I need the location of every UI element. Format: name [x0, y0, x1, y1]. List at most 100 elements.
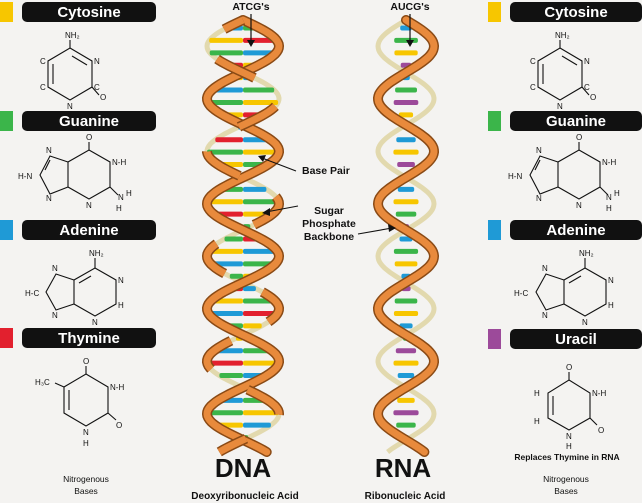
svg-text:O: O [590, 93, 596, 102]
svg-text:N: N [608, 276, 614, 285]
guanine-color-swatch [0, 111, 13, 131]
svg-text:H: H [116, 204, 122, 213]
base-pair-pointer [261, 157, 297, 172]
dna-base-left [224, 236, 243, 242]
dna-base-left [207, 199, 243, 205]
svg-text:NH₂: NH₂ [65, 31, 80, 40]
dna-base-left [208, 310, 243, 316]
svg-text:H: H [614, 189, 620, 198]
rna-back-guide [375, 17, 437, 454]
rna-base [399, 323, 413, 329]
svg-text:H: H [534, 417, 540, 426]
dna-base-right [243, 360, 279, 366]
rna-base [394, 37, 418, 43]
dna-title: DNA [215, 453, 272, 483]
svg-text:N: N [67, 102, 73, 111]
svg-text:C: C [94, 83, 100, 92]
cytosine-label-pill [22, 2, 156, 22]
svg-text:C: C [40, 57, 46, 66]
svg-text:H-C: H-C [25, 289, 39, 298]
right-footer-line2: Bases [554, 486, 578, 496]
svg-text:N: N [92, 318, 98, 327]
dna-base-right [243, 310, 278, 316]
svg-text:N: N [52, 311, 58, 320]
thymine-label: Thymine [58, 330, 120, 347]
svg-text:O: O [566, 363, 572, 372]
right-cytosine-structure: NH₂ N N C C C O [530, 31, 596, 111]
svg-text:O: O [598, 426, 604, 435]
cytosine-structure: NH₂ N N C C C O [40, 31, 106, 111]
right-guanine-color-swatch [488, 111, 501, 131]
svg-text:H: H [566, 442, 572, 451]
svg-text:N: N [536, 146, 542, 155]
svg-text:NH₂: NH₂ [89, 249, 104, 258]
cytosine-label: Cytosine [57, 4, 120, 21]
backbone-label-line3: Backbone [304, 231, 354, 243]
adenine-color-swatch [0, 220, 13, 240]
dna-base-left [229, 273, 243, 279]
dna-base-right [243, 248, 278, 254]
svg-text:N: N [576, 201, 582, 210]
dna-base-left [219, 373, 243, 379]
uracil-label-pill [510, 329, 642, 349]
right-footer-line1: Nitrogenous [543, 474, 589, 484]
rna-title: RNA [375, 453, 432, 483]
uracil-structure: O O N-H N H H H [534, 363, 606, 451]
dna-base-left [209, 37, 243, 43]
dna-base-left [207, 149, 243, 155]
svg-text:N: N [582, 318, 588, 327]
dna-base-left [215, 137, 243, 143]
dna-base-right [243, 186, 267, 192]
dna-base-right [243, 410, 279, 416]
svg-text:N: N [86, 201, 92, 210]
svg-text:N: N [542, 311, 548, 320]
dna-base-left [207, 360, 243, 366]
rna-subtitle: Ribonucleic Acid [365, 491, 446, 502]
backbone-pointer-rna [357, 227, 393, 235]
dna-back-strand [204, 17, 282, 455]
dna-base-right [243, 286, 256, 292]
guanine-structure: O N-H H-N N N N N H H [18, 133, 132, 213]
rna-base [397, 186, 415, 192]
svg-text:O: O [86, 133, 92, 142]
base-pair-label: Base Pair [302, 165, 350, 177]
svg-text:N: N [52, 264, 58, 273]
svg-text:N: N [542, 264, 548, 273]
svg-text:H: H [83, 439, 89, 448]
dna-top-label: ATCG's [232, 1, 269, 13]
svg-text:N: N [94, 57, 100, 66]
adenine-label: Adenine [59, 222, 118, 239]
svg-text:N: N [606, 193, 612, 202]
thymine-structure: O O H₃C N-H N H [35, 357, 124, 448]
svg-text:H-C: H-C [514, 289, 528, 298]
dna-base-left [208, 248, 243, 254]
right-bases-panel: Cytosine NH₂ N N C C C O Guanine O N-H [488, 2, 642, 496]
rna-base [394, 50, 418, 56]
rna-backbone [374, 16, 438, 456]
rna-base [396, 137, 416, 143]
svg-text:N-H: N-H [110, 383, 124, 392]
backbone-label-line2: Phosphate [302, 218, 356, 230]
rna-base [393, 310, 419, 316]
rna-base [396, 422, 416, 428]
dna-base-right [243, 149, 279, 155]
svg-text:H: H [534, 389, 540, 398]
svg-text:N: N [83, 428, 89, 437]
dna-double-helix [201, 15, 285, 457]
dna-base-right [243, 323, 262, 329]
svg-text:H: H [606, 204, 612, 213]
rna-base [393, 99, 419, 105]
svg-text:N: N [118, 276, 124, 285]
right-guanine-structure: O N-H H-N N N N N H H [508, 133, 620, 213]
svg-text:N: N [118, 193, 124, 202]
svg-text:N: N [566, 432, 572, 441]
dna-base-right [243, 199, 279, 205]
rna-base [393, 248, 419, 254]
guanine-label-pill [22, 111, 156, 131]
svg-text:N: N [46, 146, 52, 155]
rna-base [393, 410, 419, 416]
dna-base-right [243, 422, 271, 428]
rna-base [394, 261, 418, 267]
